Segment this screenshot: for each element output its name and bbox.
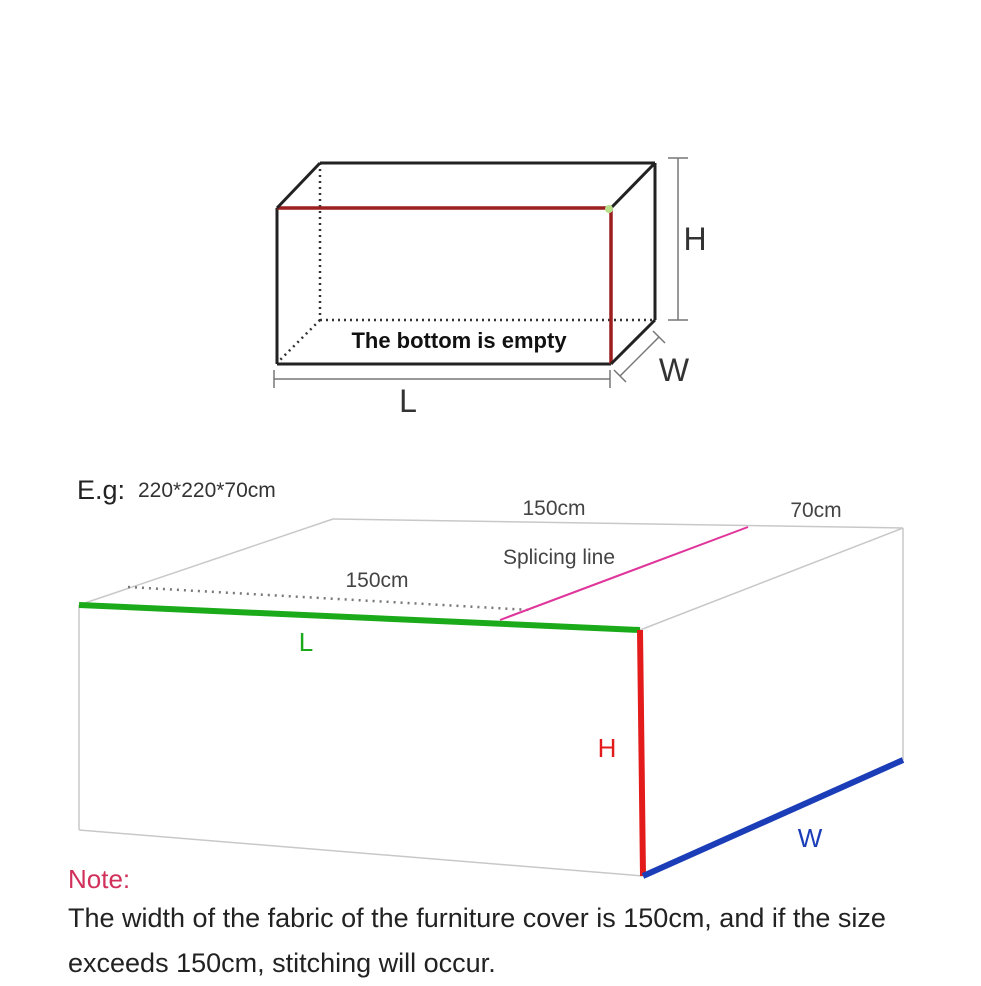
corner-dot bbox=[605, 205, 613, 213]
box-w-label: W bbox=[659, 352, 690, 388]
seam-dotted-line bbox=[127, 585, 531, 612]
note-title: Note: bbox=[68, 864, 131, 894]
box-bottom-label: The bottom is empty bbox=[351, 328, 567, 353]
dimension-l bbox=[273, 370, 611, 388]
example-prefix: E.g: bbox=[77, 475, 125, 505]
hidden-edge-left-bottom bbox=[276, 319, 321, 364]
label-l: L bbox=[299, 627, 313, 657]
top-left-edge bbox=[275, 161, 322, 210]
label-150cm-front: 150cm bbox=[345, 569, 408, 592]
box-l-label: L bbox=[399, 383, 417, 419]
label-150cm-back: 150cm bbox=[522, 497, 585, 520]
dimension-w bbox=[613, 330, 666, 383]
box-wireframe bbox=[275, 161, 657, 366]
width-edge-blue bbox=[641, 757, 905, 879]
height-edge-red bbox=[637, 629, 646, 877]
box-h-label: H bbox=[683, 221, 706, 257]
top-right-edge bbox=[609, 161, 657, 210]
label-70cm: 70cm bbox=[790, 499, 841, 522]
label-w: W bbox=[798, 823, 823, 853]
dimension-h bbox=[668, 157, 688, 321]
note-body: The width of the fabric of the furniture… bbox=[68, 903, 886, 978]
example-size: 220*220*70cm bbox=[138, 479, 276, 502]
label-h: H bbox=[598, 733, 617, 763]
right-bottom-edge bbox=[609, 318, 657, 366]
label-splicing-line: Splicing line bbox=[503, 546, 615, 569]
length-edge-green bbox=[78, 602, 641, 633]
splicing-line bbox=[499, 526, 749, 621]
example-box-outline bbox=[78, 518, 904, 877]
